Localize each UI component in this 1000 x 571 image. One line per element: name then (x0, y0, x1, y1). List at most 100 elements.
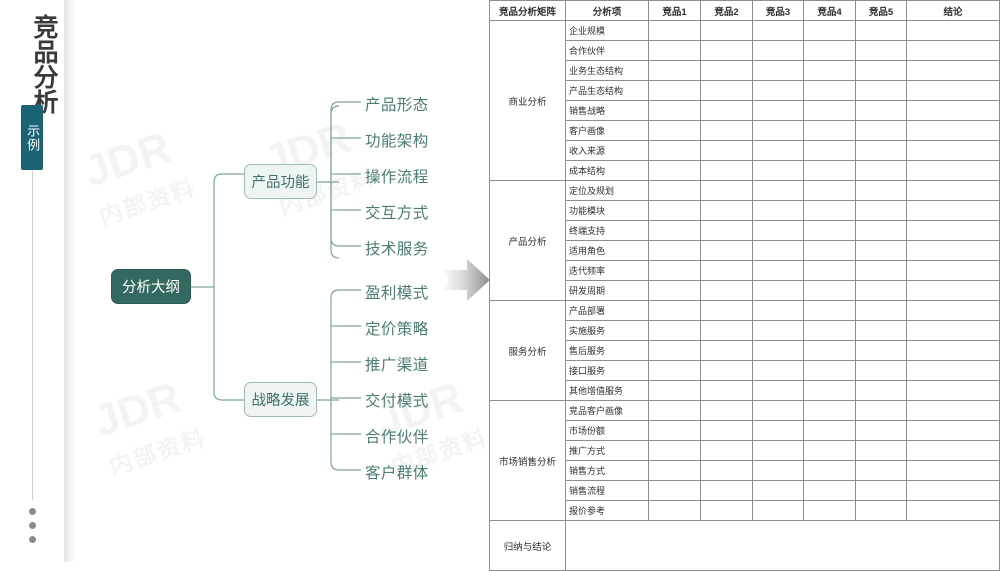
competitor-4-cell[interactable] (803, 240, 856, 261)
competitor-4-cell[interactable] (803, 40, 856, 61)
analysis-item-cell[interactable]: 研发周期 (565, 280, 649, 301)
competitor-5-cell[interactable] (855, 420, 907, 441)
conclusion-cell[interactable] (906, 320, 1000, 341)
competitor-1-cell[interactable] (648, 400, 701, 421)
analysis-item-cell[interactable]: 产品部署 (565, 300, 649, 321)
competitor-2-cell[interactable] (700, 240, 753, 261)
competitor-2-cell[interactable] (700, 100, 753, 121)
conclusion-cell[interactable] (906, 120, 1000, 141)
competitor-5-cell[interactable] (855, 40, 907, 61)
mindmap-leaf[interactable]: 技术服务 (365, 241, 429, 258)
competitor-4-cell[interactable] (803, 60, 856, 81)
competitor-4-cell[interactable] (803, 380, 856, 401)
conclusion-cell[interactable] (906, 500, 1000, 521)
competitor-5-cell[interactable] (855, 240, 907, 261)
competitor-5-cell[interactable] (855, 360, 907, 381)
mindmap-leaf[interactable]: 交付模式 (365, 393, 429, 410)
conclusion-cell[interactable] (906, 440, 1000, 461)
competitor-4-cell[interactable] (803, 220, 856, 241)
competitor-2-cell[interactable] (700, 460, 753, 481)
competitor-1-cell[interactable] (648, 120, 701, 141)
competitor-3-cell[interactable] (752, 320, 804, 341)
competitor-2-cell[interactable] (700, 60, 753, 81)
competitor-2-cell[interactable] (700, 200, 753, 221)
analysis-item-cell[interactable]: 报价参考 (565, 500, 649, 521)
competitor-3-cell[interactable] (752, 380, 804, 401)
mindmap-branch-product-function[interactable]: 产品功能 (244, 164, 317, 199)
competitor-5-cell[interactable] (855, 220, 907, 241)
competitor-5-cell[interactable] (855, 340, 907, 361)
competitor-5-cell[interactable] (855, 400, 907, 421)
competitor-3-cell[interactable] (752, 340, 804, 361)
competitor-3-cell[interactable] (752, 120, 804, 141)
competitor-3-cell[interactable] (752, 440, 804, 461)
competitor-1-cell[interactable] (648, 460, 701, 481)
competitor-4-cell[interactable] (803, 80, 856, 101)
competitor-3-cell[interactable] (752, 480, 804, 501)
mindmap-leaf[interactable]: 客户群体 (365, 465, 429, 482)
analysis-item-cell[interactable]: 客户画像 (565, 120, 649, 141)
competitor-3-cell[interactable] (752, 420, 804, 441)
analysis-item-cell[interactable]: 成本结构 (565, 160, 649, 181)
competitor-4-cell[interactable] (803, 360, 856, 381)
competitor-2-cell[interactable] (700, 380, 753, 401)
competitor-3-cell[interactable] (752, 500, 804, 521)
competitor-3-cell[interactable] (752, 260, 804, 281)
competitor-5-cell[interactable] (855, 60, 907, 81)
mindmap-leaf[interactable]: 交互方式 (365, 205, 429, 222)
competitor-3-cell[interactable] (752, 200, 804, 221)
competitor-5-cell[interactable] (855, 80, 907, 101)
competitor-1-cell[interactable] (648, 40, 701, 61)
competitor-4-cell[interactable] (803, 200, 856, 221)
conclusion-cell[interactable] (906, 180, 1000, 201)
mindmap-leaf[interactable]: 产品形态 (365, 97, 429, 114)
competitor-4-cell[interactable] (803, 280, 856, 301)
conclusion-cell[interactable] (906, 100, 1000, 121)
conclusion-cell[interactable] (906, 40, 1000, 61)
competitor-4-cell[interactable] (803, 320, 856, 341)
competitor-2-cell[interactable] (700, 320, 753, 341)
conclusion-cell[interactable] (906, 80, 1000, 101)
conclusion-cell[interactable] (906, 300, 1000, 321)
competitor-3-cell[interactable] (752, 280, 804, 301)
competitor-1-cell[interactable] (648, 300, 701, 321)
competitor-1-cell[interactable] (648, 480, 701, 501)
competitor-4-cell[interactable] (803, 340, 856, 361)
competitor-1-cell[interactable] (648, 500, 701, 521)
competitor-3-cell[interactable] (752, 220, 804, 241)
competitor-4-cell[interactable] (803, 100, 856, 121)
competitor-1-cell[interactable] (648, 160, 701, 181)
competitor-2-cell[interactable] (700, 340, 753, 361)
mindmap-leaf[interactable]: 推广渠道 (365, 357, 429, 374)
competitor-4-cell[interactable] (803, 120, 856, 141)
analysis-item-cell[interactable]: 企业规模 (565, 20, 649, 41)
mindmap-leaf[interactable]: 操作流程 (365, 169, 429, 186)
competitor-1-cell[interactable] (648, 240, 701, 261)
competitor-5-cell[interactable] (855, 480, 907, 501)
competitor-4-cell[interactable] (803, 480, 856, 501)
competitor-2-cell[interactable] (700, 280, 753, 301)
competitor-1-cell[interactable] (648, 440, 701, 461)
conclusion-cell[interactable] (906, 380, 1000, 401)
competitor-5-cell[interactable] (855, 20, 907, 41)
conclusion-cell[interactable] (906, 420, 1000, 441)
competitor-4-cell[interactable] (803, 420, 856, 441)
competitor-3-cell[interactable] (752, 400, 804, 421)
analysis-item-cell[interactable]: 产品生态结构 (565, 80, 649, 101)
competitor-2-cell[interactable] (700, 300, 753, 321)
competitor-5-cell[interactable] (855, 380, 907, 401)
competitor-3-cell[interactable] (752, 140, 804, 161)
competitor-3-cell[interactable] (752, 240, 804, 261)
competitor-5-cell[interactable] (855, 100, 907, 121)
analysis-item-cell[interactable]: 定位及规划 (565, 180, 649, 201)
competitor-2-cell[interactable] (700, 400, 753, 421)
competitor-5-cell[interactable] (855, 320, 907, 341)
conclusion-cell[interactable] (906, 60, 1000, 81)
competitor-5-cell[interactable] (855, 460, 907, 481)
competitor-3-cell[interactable] (752, 100, 804, 121)
analysis-item-cell[interactable]: 适用角色 (565, 240, 649, 261)
competitor-4-cell[interactable] (803, 260, 856, 281)
competitor-3-cell[interactable] (752, 160, 804, 181)
competitor-4-cell[interactable] (803, 140, 856, 161)
competitor-2-cell[interactable] (700, 20, 753, 41)
